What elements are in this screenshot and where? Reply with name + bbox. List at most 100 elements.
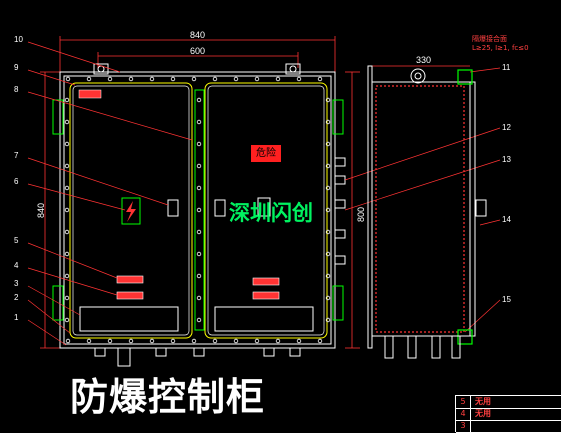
callout-number-14: 14 <box>502 215 511 224</box>
bolt <box>196 229 202 235</box>
bolt <box>317 76 323 82</box>
lifting-eyes <box>93 63 301 75</box>
bolt <box>196 295 202 301</box>
bolt <box>296 338 302 344</box>
bolt <box>196 273 202 279</box>
side-note: 隔爆接合面 L≥25, I≥1, fc≤0 <box>472 35 529 53</box>
callout-number-6: 6 <box>14 177 19 186</box>
side-gasket <box>375 85 465 333</box>
bolt <box>191 338 197 344</box>
enclosure-bolts <box>64 76 331 344</box>
bolt <box>128 76 134 82</box>
side-note-line-1: 隔爆接合面 <box>472 35 507 43</box>
callout-number-9: 9 <box>14 63 19 72</box>
side-lifting-eye <box>410 68 426 84</box>
warning-label: 危险 <box>251 145 281 162</box>
dim-overall-height: 840 <box>36 203 46 218</box>
side-flange-green <box>457 69 473 345</box>
bolt <box>64 317 70 323</box>
watermark: 深圳闪创 <box>229 201 313 225</box>
bolt <box>65 76 71 82</box>
bolt <box>196 317 202 323</box>
bolt <box>64 273 70 279</box>
side-note-line-2: L≥25, I≥1, fc≤0 <box>472 44 529 52</box>
bolt <box>196 141 202 147</box>
side-glands <box>384 199 487 359</box>
bolt <box>325 163 331 169</box>
bolt <box>170 338 176 344</box>
bolt <box>325 251 331 257</box>
bolt <box>64 163 70 169</box>
callout-number-3: 3 <box>14 279 19 288</box>
front-doors <box>69 82 328 339</box>
bolt <box>149 76 155 82</box>
bolt <box>64 229 70 235</box>
bolt <box>325 141 331 147</box>
callout-number-15: 15 <box>502 295 511 304</box>
callout-number-5: 5 <box>14 236 19 245</box>
bolt <box>149 338 155 344</box>
callout-number-1: 1 <box>14 313 19 322</box>
bolt <box>64 119 70 125</box>
bolt <box>64 141 70 147</box>
bolt <box>196 185 202 191</box>
bolt <box>196 251 202 257</box>
lower-panels <box>79 306 314 332</box>
dimension-lines <box>40 36 470 349</box>
bolt <box>64 207 70 213</box>
bolt <box>196 207 202 213</box>
bolt <box>325 119 331 125</box>
callout-number-7: 7 <box>14 151 19 160</box>
bolt <box>233 338 239 344</box>
indicator-bars <box>116 275 280 300</box>
bolt <box>233 76 239 82</box>
bolt <box>196 163 202 169</box>
bolt <box>254 76 260 82</box>
bolt <box>325 207 331 213</box>
cable-glands-bottom <box>94 347 301 367</box>
bolt <box>170 76 176 82</box>
side-brackets <box>52 89 344 331</box>
dim-inner-width: 600 <box>190 46 205 56</box>
bolt <box>64 185 70 191</box>
bolt <box>254 338 260 344</box>
row-number: 4 <box>456 408 471 420</box>
bolt <box>107 76 113 82</box>
nameplate <box>78 89 102 99</box>
bolt <box>65 338 71 344</box>
bolt <box>212 338 218 344</box>
door-handles <box>167 197 271 217</box>
bolt <box>212 76 218 82</box>
callout-number-11: 11 <box>502 63 511 72</box>
bolt <box>64 97 70 103</box>
title-block-row: 4 无用 <box>456 408 561 421</box>
cable-glands-right <box>334 157 346 265</box>
bolt <box>275 338 281 344</box>
bolt <box>325 229 331 235</box>
callout-number-13: 13 <box>502 155 511 164</box>
door-inner <box>72 85 325 336</box>
bolt <box>107 338 113 344</box>
title-block-row: 3 <box>456 420 561 433</box>
row-text: 无用 <box>475 409 491 418</box>
bolt <box>191 76 197 82</box>
callout-number-10: 10 <box>14 35 23 44</box>
lightning-symbol <box>121 197 141 225</box>
bolt <box>86 338 92 344</box>
title-block: 5 无用 4 无用 3 <box>455 395 561 433</box>
bolt <box>325 317 331 323</box>
bolt <box>196 97 202 103</box>
dim-side-depth: 330 <box>416 55 431 65</box>
callout-number-12: 12 <box>502 123 511 132</box>
bolt <box>128 338 134 344</box>
bolt <box>275 76 281 82</box>
row-number: 5 <box>456 396 471 408</box>
bolt <box>325 295 331 301</box>
bolt <box>325 97 331 103</box>
bolt <box>325 185 331 191</box>
bolt <box>64 251 70 257</box>
callout-number-4: 4 <box>14 261 19 270</box>
bolt <box>296 76 302 82</box>
